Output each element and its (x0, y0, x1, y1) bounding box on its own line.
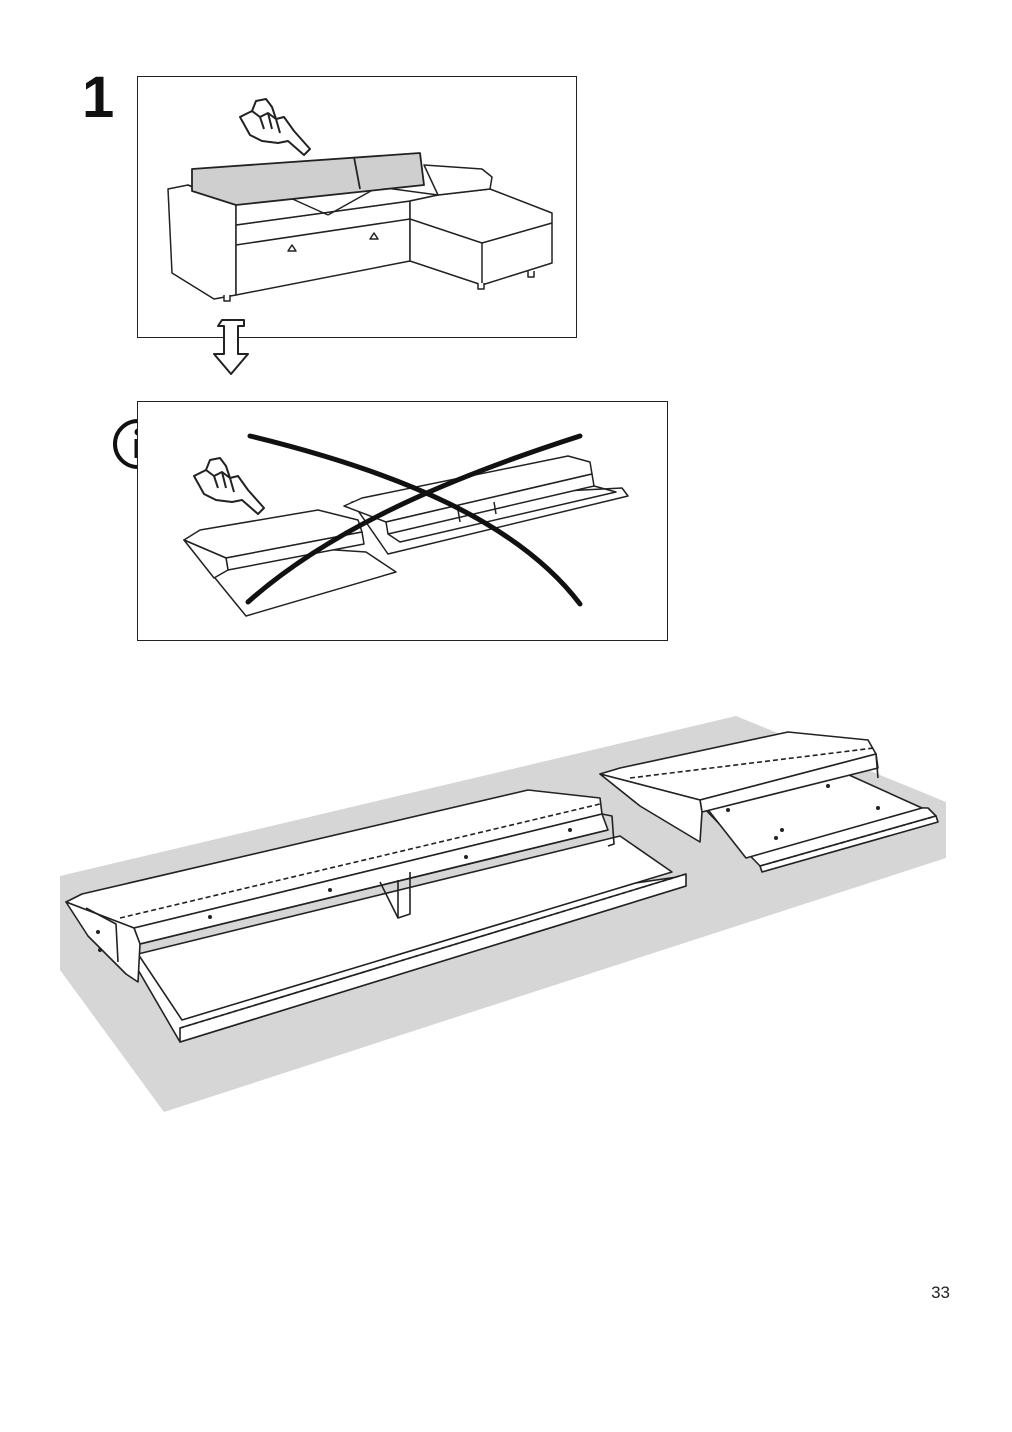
warning-frame (137, 401, 668, 641)
panels-on-floor-illustration (60, 712, 950, 1114)
hand-pressing-icon (239, 98, 311, 156)
step-1-frame (137, 76, 577, 338)
hand-pressing-icon (193, 457, 265, 515)
cross-out-icon (245, 433, 583, 607)
step-number: 1 (82, 65, 115, 130)
incorrect-handling-illustration (183, 433, 629, 617)
sofa-illustration (167, 98, 553, 302)
back-cushion-highlight (191, 152, 425, 206)
flow-arrow-down-icon (204, 318, 258, 378)
page-number: 33 (931, 1283, 950, 1302)
